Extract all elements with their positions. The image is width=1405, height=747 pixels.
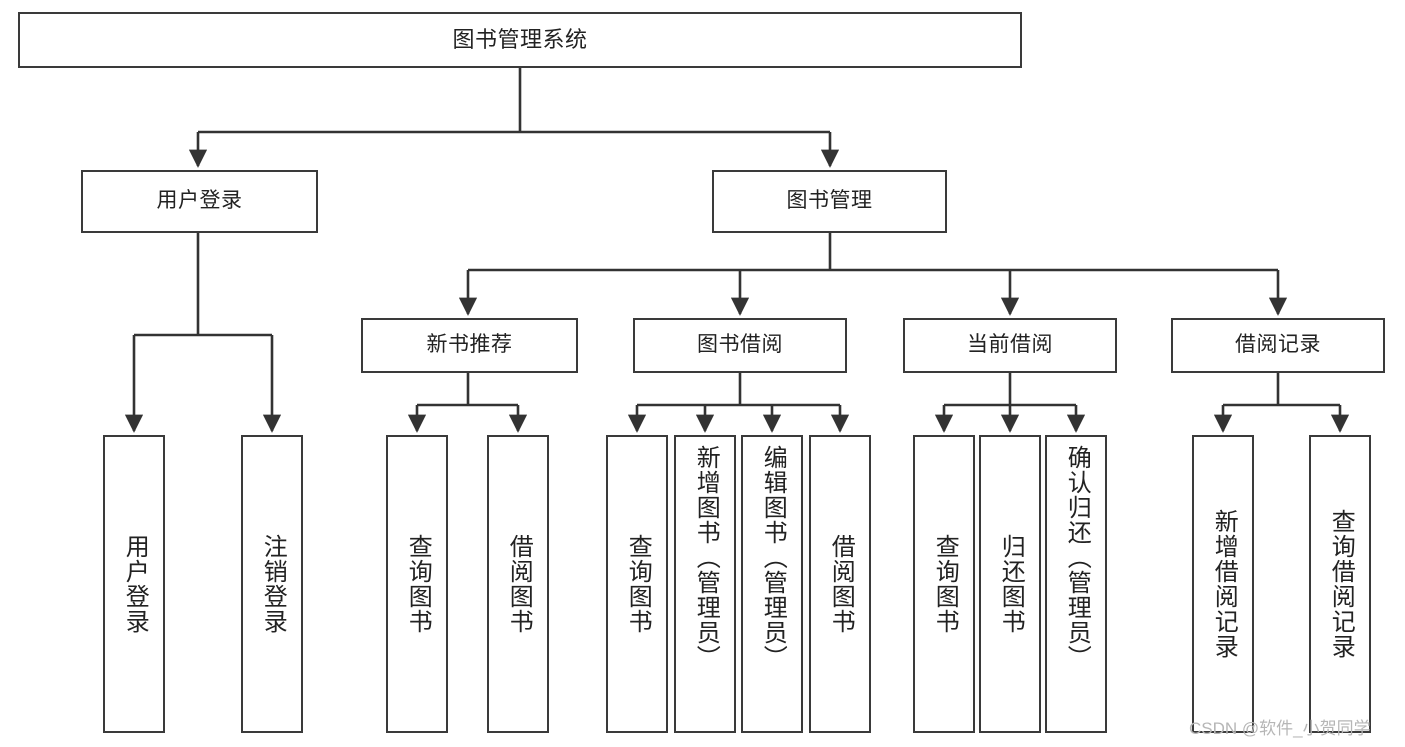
node-label: 图书借阅 (697, 333, 783, 357)
node-leaf-user-logout[interactable]: 注销登录 (241, 435, 303, 733)
node-label: 图书管理系统 (452, 27, 588, 53)
node-current-borrow[interactable]: 当前借阅 (903, 318, 1117, 373)
node-label: 归还图书 (997, 534, 1025, 634)
node-label: 当前借阅 (967, 333, 1053, 357)
node-label: 查询图书 (404, 534, 432, 634)
node-book-borrow[interactable]: 图书借阅 (633, 318, 847, 373)
node-label: 新书推荐 (426, 333, 513, 357)
node-label: 用户登录 (156, 189, 243, 213)
node-leaf-query-book-3[interactable]: 查询图书 (913, 435, 975, 733)
node-label: 查询图书 (931, 534, 959, 634)
node-leaf-return-book[interactable]: 归还图书 (979, 435, 1041, 733)
node-leaf-confirm-return[interactable]: 确认归还（管理员） (1045, 435, 1107, 733)
node-label: 借阅图书 (827, 534, 855, 634)
node-root-system[interactable]: 图书管理系统 (18, 12, 1022, 68)
node-label: 查询借阅记录 (1327, 509, 1355, 659)
node-label: 查询图书 (624, 534, 652, 634)
node-leaf-add-record[interactable]: 新增借阅记录 (1192, 435, 1254, 733)
node-leaf-borrow-book-2[interactable]: 借阅图书 (809, 435, 871, 733)
node-user-login[interactable]: 用户登录 (81, 170, 318, 233)
node-leaf-borrow-book-1[interactable]: 借阅图书 (487, 435, 549, 733)
node-label: 注销登录 (259, 534, 287, 634)
node-leaf-query-book-1[interactable]: 查询图书 (386, 435, 448, 733)
node-leaf-query-record[interactable]: 查询借阅记录 (1309, 435, 1371, 733)
node-label: 编辑图书（管理员） (759, 445, 787, 670)
node-borrow-record[interactable]: 借阅记录 (1171, 318, 1385, 373)
node-label: 用户登录 (121, 534, 149, 634)
csdn-watermark: CSDN @软件_小贺同学 (1189, 719, 1371, 738)
node-book-manage[interactable]: 图书管理 (712, 170, 947, 233)
node-leaf-user-login[interactable]: 用户登录 (103, 435, 165, 733)
node-new-book-recommend[interactable]: 新书推荐 (361, 318, 578, 373)
node-leaf-query-book-2[interactable]: 查询图书 (606, 435, 668, 733)
node-leaf-edit-book[interactable]: 编辑图书（管理员） (741, 435, 803, 733)
node-label: 新增借阅记录 (1210, 509, 1238, 659)
node-label: 图书管理 (786, 189, 873, 213)
node-leaf-add-book[interactable]: 新增图书（管理员） (674, 435, 736, 733)
node-label: 借阅图书 (505, 534, 533, 634)
node-label: 确认归还（管理员） (1063, 445, 1091, 670)
node-label: 新增图书（管理员） (692, 445, 720, 670)
node-label: 借阅记录 (1235, 333, 1321, 357)
